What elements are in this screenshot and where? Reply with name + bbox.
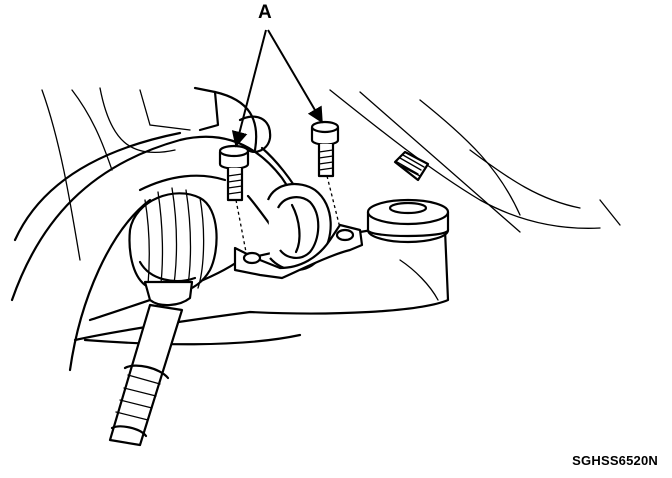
callout-label: A: [258, 2, 272, 23]
stud: [393, 150, 430, 182]
washer-mount: [366, 198, 450, 244]
callout-arrow-left: [231, 29, 267, 148]
bolt-left: [218, 144, 250, 253]
callout-arrows: [231, 29, 323, 148]
bolt-right: [310, 120, 341, 229]
driveshaft-boot: [128, 187, 218, 307]
bushing-and-bracket: [233, 182, 364, 280]
figure-code: SGHSS6520N: [572, 453, 658, 468]
driveshaft: [108, 303, 184, 447]
callout-arrow-right: [267, 29, 323, 124]
frame-outline: [41, 86, 621, 261]
